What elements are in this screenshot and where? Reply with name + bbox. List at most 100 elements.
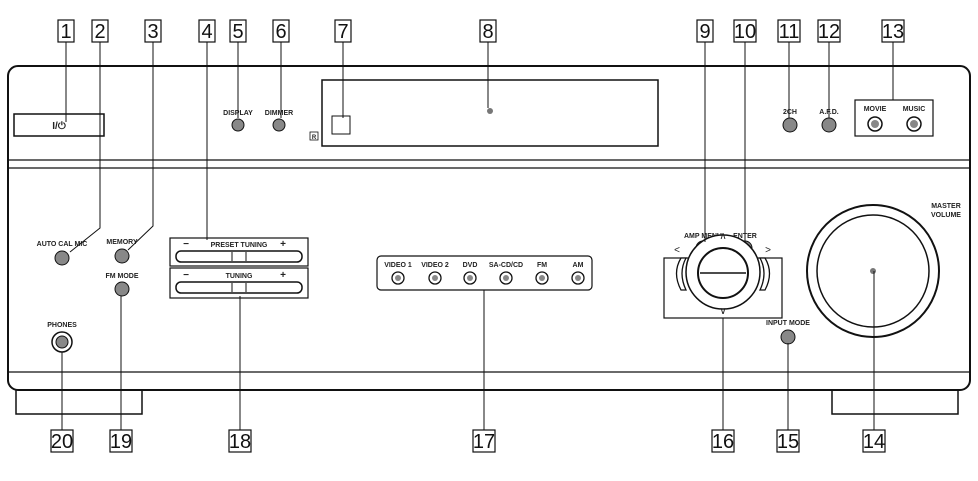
right-arrow-icon: >	[765, 245, 771, 256]
display-center-dot	[487, 108, 493, 114]
power-button-label: I/⏻	[52, 120, 66, 132]
afd-button[interactable]	[821, 117, 837, 133]
auto-cal-mic-jack[interactable]	[54, 250, 70, 266]
callout-box-17	[472, 429, 496, 453]
callout-box-18	[228, 429, 252, 453]
auto-cal-mic-label: AUTO CAL MIC	[37, 241, 88, 248]
callout-number-5: 5	[232, 21, 243, 43]
callout-box-6	[272, 19, 290, 43]
callout-number-7: 7	[337, 21, 348, 43]
memory-button[interactable]	[114, 248, 130, 264]
dimmer-button[interactable]	[272, 118, 286, 132]
amp-menu-label: AMP MENU	[684, 233, 722, 240]
callout-leader-lines	[61, 42, 894, 430]
input-button-center-4	[539, 275, 545, 281]
music-button-center	[910, 120, 918, 128]
callout-number-13: 13	[882, 21, 904, 43]
callout-number-10: 10	[734, 21, 756, 43]
sound-field-box	[854, 99, 934, 137]
input-label-3: SA-CD/CD	[489, 262, 523, 269]
display-button[interactable]	[231, 118, 245, 132]
callout-number-19: 19	[110, 431, 132, 453]
right-arrow-key[interactable]	[758, 257, 771, 291]
callout-box-5	[229, 19, 247, 43]
input-mode-button[interactable]	[780, 329, 796, 345]
input-button-center-3	[503, 275, 509, 281]
callout-box-13	[881, 19, 905, 43]
leader-2	[69, 42, 101, 253]
callout-box-20	[50, 429, 74, 453]
input-label-4: FM	[537, 262, 547, 269]
input-label-5: AM	[573, 262, 584, 269]
left-arrow-key[interactable]	[675, 257, 688, 291]
ir-mark-label: R	[312, 135, 317, 141]
input-label-1: VIDEO 2	[421, 262, 449, 269]
callout-box-9	[696, 19, 714, 43]
fm-mode-button[interactable]	[114, 281, 130, 297]
remote-sensor	[331, 115, 351, 135]
callout-number-15: 15	[777, 431, 799, 453]
callout-number-20: 20	[51, 431, 73, 453]
input-label-0: VIDEO 1	[384, 262, 412, 269]
dimmer-label: DIMMER	[265, 110, 293, 117]
callout-box-16	[711, 429, 735, 453]
callout-number-16: 16	[712, 431, 734, 453]
callout-box-10	[733, 19, 757, 43]
volume-label: VOLUME	[931, 212, 961, 219]
master-volume-center	[870, 268, 876, 274]
left-arrow-icon: <	[674, 245, 680, 256]
right-foot	[831, 387, 959, 415]
preset-tuning-label: PRESET TUNING	[211, 242, 268, 249]
input-button-center-5	[575, 275, 581, 281]
callout-number-6: 6	[275, 21, 286, 43]
power-button[interactable]	[13, 113, 105, 137]
2ch-label: 2CH	[783, 109, 797, 116]
input-button-center-1	[432, 275, 438, 281]
input-label-2: DVD	[463, 262, 478, 269]
tuning-plus: +	[280, 270, 286, 281]
callout-box-1	[57, 19, 75, 43]
callout-box-11	[777, 19, 801, 43]
preset-tuning-rocker[interactable]	[175, 250, 303, 263]
callout-box-14	[862, 429, 886, 453]
2ch-button[interactable]	[782, 117, 798, 133]
input-button-center-0	[395, 275, 401, 281]
fm-mode-label: FM MODE	[105, 273, 138, 280]
callout-box-7	[334, 19, 352, 43]
callout-number-1: 1	[60, 21, 71, 43]
input-button-center-2	[467, 275, 473, 281]
left-foot	[15, 387, 143, 415]
callout-number-11: 11	[779, 21, 800, 43]
callout-box-8	[479, 19, 497, 43]
preset-minus: −	[183, 239, 189, 250]
tuning-minus: −	[183, 270, 189, 281]
callout-number-17: 17	[473, 431, 495, 453]
master-label: MASTER	[931, 203, 961, 210]
callout-number-9: 9	[699, 21, 710, 43]
leader-3	[127, 42, 154, 251]
callout-box-19	[109, 429, 133, 453]
callout-number-3: 3	[147, 21, 158, 43]
input-mode-label: INPUT MODE	[766, 320, 810, 327]
tuning-label: TUNING	[226, 273, 253, 280]
callout-box-15	[776, 429, 800, 453]
callout-number-18: 18	[229, 431, 251, 453]
callout-number-2: 2	[94, 21, 105, 43]
tuning-rocker[interactable]	[175, 281, 303, 294]
callout-box-12	[817, 19, 841, 43]
input-selector-buttons: VIDEO 1 VIDEO 2 DVD SA-CD/CD FM AM	[384, 262, 585, 285]
movie-label: MOVIE	[864, 106, 887, 113]
callout-box-2	[91, 19, 109, 43]
callout-number-8: 8	[482, 21, 493, 43]
phones-label: PHONES	[47, 322, 77, 329]
down-arrow-icon: ∨	[719, 306, 726, 317]
callout-box-4	[198, 19, 216, 43]
preset-plus: +	[280, 239, 286, 250]
movie-button-center	[871, 120, 879, 128]
music-label: MUSIC	[903, 106, 926, 113]
callout-box-3	[144, 19, 162, 43]
callout-number-14: 14	[863, 431, 885, 453]
up-arrow-icon: ∧	[719, 231, 726, 242]
